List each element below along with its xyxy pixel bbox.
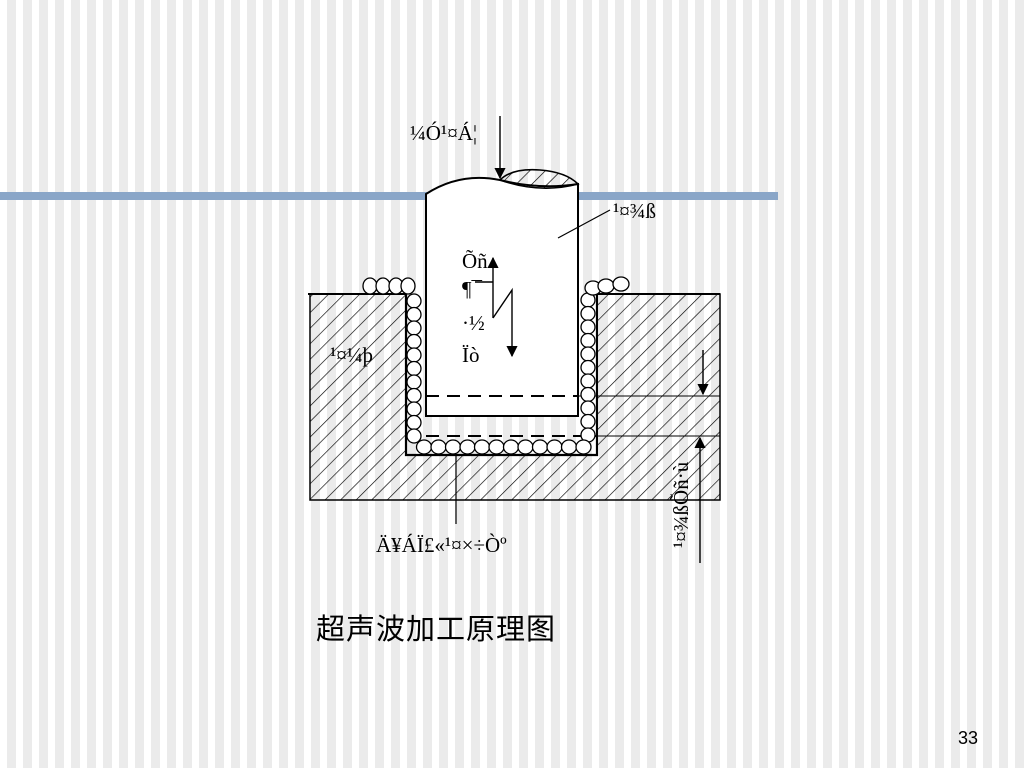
abrasive-particle [580, 400, 596, 416]
tool-section-cut [498, 168, 580, 189]
abrasive-particle [580, 386, 596, 403]
abrasive-particle [444, 439, 462, 455]
abrasive-particle [597, 278, 615, 294]
abrasive-particle [502, 439, 520, 455]
abrasive-particle [362, 277, 378, 295]
abrasive-particle [406, 360, 422, 377]
accent-rule [0, 192, 778, 200]
abrasive-particle [580, 305, 596, 322]
abrasive-particle [580, 332, 596, 349]
vibration-label-1: Õñ [462, 249, 488, 273]
abrasive-particle [580, 373, 596, 389]
abrasive-particle [406, 401, 422, 417]
vibration-label-2: ¶¯ [462, 277, 483, 301]
abrasive-particle [580, 346, 596, 362]
abrasive-particle [459, 439, 476, 455]
abrasive-particle [406, 347, 422, 363]
feed-label: ¹¤¾ßÕñ·ù [669, 461, 693, 548]
vibration-zigzag [492, 287, 513, 319]
page-number: 33 [958, 728, 979, 748]
abrasive-particle [406, 306, 422, 323]
abrasive-particle [406, 428, 422, 444]
abrasive-label: Ä¥ÁÏ£«¹¤×÷Òº [376, 533, 507, 557]
abrasive-particle [560, 439, 578, 455]
abrasive-particle [406, 320, 422, 336]
force-label: ¼Ó¹¤Á¦ [410, 121, 477, 145]
abrasive-particle [580, 413, 596, 430]
abrasive-particle [488, 439, 505, 455]
tool-leader-line [557, 209, 611, 239]
abrasive-particle [406, 293, 422, 309]
abrasive-particle [580, 319, 596, 335]
abrasive-particle [580, 359, 596, 376]
abrasive-particle [406, 374, 422, 390]
abrasive-particle [406, 387, 422, 404]
slide-caption: 超声波加工原理图 [316, 612, 557, 646]
abrasive-particle [531, 439, 549, 455]
abrasive-particle [406, 333, 422, 350]
tool-label: ¹¤¾ß [613, 199, 656, 223]
vibration-label-3: ·½ [462, 311, 485, 335]
abrasive-particle [473, 439, 491, 455]
cavity-wall [404, 294, 599, 457]
abrasive-particle [517, 439, 534, 455]
workpiece-label: ¹¤¼þ [330, 343, 373, 367]
abrasive-particle [375, 277, 391, 295]
abrasive-particle [406, 414, 422, 431]
vibration-label-4: Ïò [462, 343, 480, 367]
abrasive-particle [415, 439, 433, 455]
abrasive-particle [612, 276, 630, 292]
abrasive-particles [362, 276, 630, 455]
tool [425, 176, 579, 417]
abrasive-particle [575, 439, 592, 455]
abrasive-particle [400, 277, 416, 295]
abrasive-particle [546, 439, 563, 455]
abrasive-particle [430, 439, 447, 455]
